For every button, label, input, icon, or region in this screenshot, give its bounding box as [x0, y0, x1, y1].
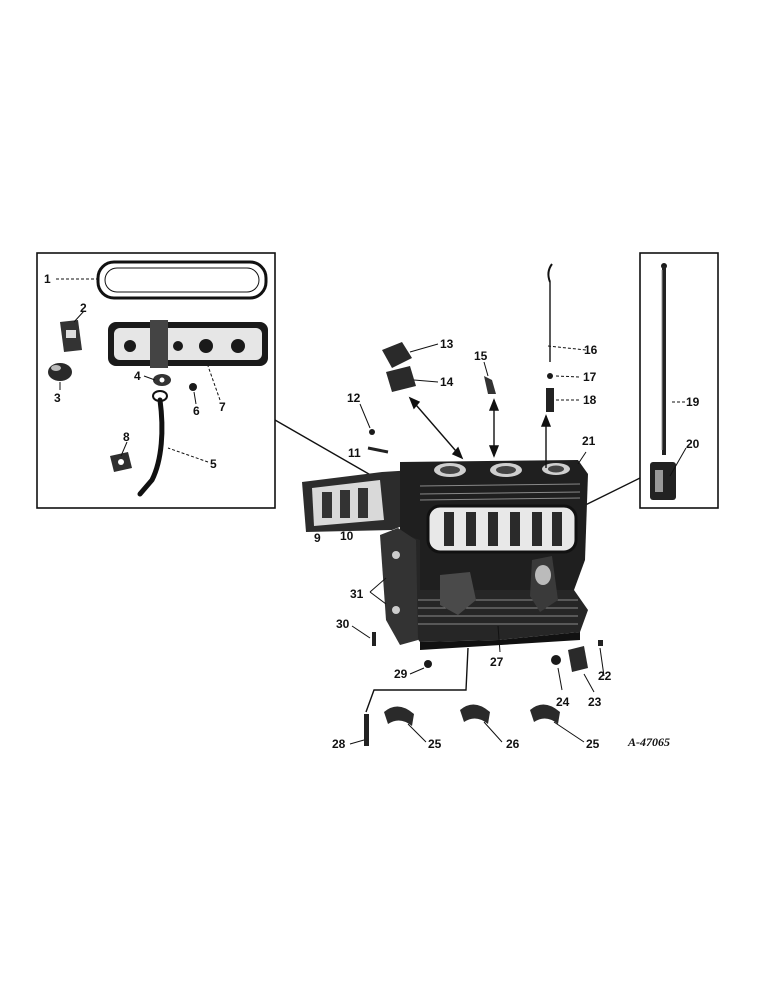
callout-28: 28: [332, 737, 346, 751]
callout-17: 17: [583, 370, 597, 384]
callout-10: 10: [340, 529, 354, 543]
callout-9: 9: [314, 531, 321, 545]
callout-26: 26: [506, 737, 520, 751]
callout-18: 18: [583, 393, 597, 407]
cap-part: [48, 363, 72, 381]
callout-8: 8: [123, 430, 130, 444]
left-inset-panel: [36, 252, 276, 509]
callout-7: 7: [219, 400, 226, 414]
callout-13: 13: [440, 337, 454, 351]
callout-24: 24: [556, 695, 570, 709]
engine-block-assembly: [302, 460, 588, 665]
callout-30: 30: [336, 617, 350, 631]
callout-16: 16: [584, 343, 598, 357]
callout-11: 11: [348, 446, 361, 460]
dipstick-part: [546, 263, 587, 412]
oil-tube-part: [137, 390, 168, 497]
callout-31: 31: [350, 587, 364, 601]
valve-cover-part: [108, 320, 268, 368]
callout-3: 3: [54, 391, 61, 405]
callout-19: 19: [686, 395, 700, 409]
push-rod-part: [661, 263, 667, 455]
callout-15: 15: [474, 349, 488, 363]
callout-1: 1: [44, 272, 51, 286]
callout-25-left: 25: [428, 737, 442, 751]
tappet-part: [650, 462, 676, 500]
callout-21: 21: [582, 434, 596, 448]
callout-23: 23: [588, 695, 602, 709]
callout-12: 12: [347, 391, 361, 405]
callout-14: 14: [440, 375, 454, 389]
right-inset-panel: [639, 252, 719, 509]
gasket-part: [96, 260, 268, 300]
nut-part: [153, 374, 171, 386]
callout-20: 20: [686, 437, 700, 451]
callout-5: 5: [210, 457, 217, 471]
callout-2: 2: [80, 301, 87, 315]
bracket-part: [60, 320, 82, 352]
callout-labels: 1 2 3 4 5 6 7 8 9 10 11 12 13 14 15 16 1…: [44, 272, 700, 751]
assembly-arrows: [408, 396, 552, 468]
callout-27: 27: [490, 655, 504, 669]
figure-reference-number: A-47065: [627, 735, 670, 749]
mounting-bracket-part: [382, 342, 439, 392]
bolt-part: [359, 403, 389, 454]
callout-25-right: 25: [586, 737, 600, 751]
callout-6: 6: [193, 404, 200, 418]
callout-22: 22: [598, 669, 612, 683]
plug-part: [483, 361, 496, 394]
small-nut-part: [189, 383, 197, 391]
clip-part: [110, 452, 132, 472]
callout-29: 29: [394, 667, 408, 681]
bearing-parts: [364, 632, 603, 746]
callout-4: 4: [134, 369, 141, 383]
